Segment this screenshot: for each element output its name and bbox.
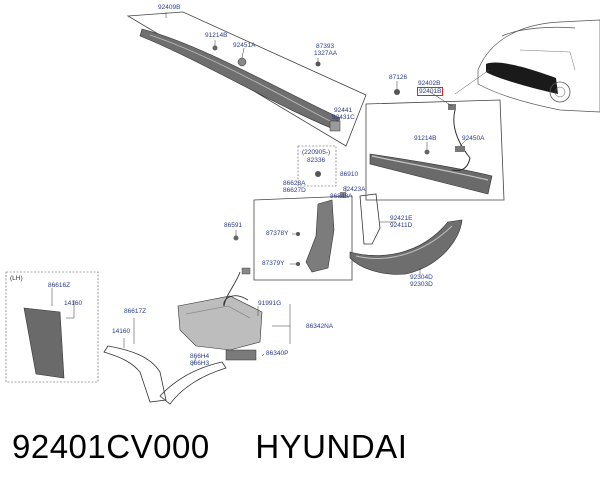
clip-86848A-icon [340, 192, 346, 198]
label-lh: (LH) [10, 275, 23, 282]
spoiler-end-cap [329, 120, 341, 132]
label-92409B: 92409B [158, 4, 181, 11]
vehicle-reference-icon [454, 19, 600, 113]
label-92303D: 92303D [410, 281, 433, 288]
label-91214B-upper: 91214B [205, 32, 228, 39]
reflector-housing-91991G [177, 295, 263, 351]
label-14160-lh: 14160 [64, 300, 83, 307]
label-87126: 87126 [389, 74, 408, 81]
lamp-assembly-frame [365, 99, 505, 201]
label-86910: 86910 [340, 171, 359, 178]
label-92421E: 92421E [390, 215, 413, 222]
nut-87126-icon [394, 89, 400, 95]
reflector-86340P [225, 349, 257, 361]
lh-detail-frame [5, 271, 99, 383]
caption-part-number: 92401CV000 [12, 428, 210, 465]
part-caption: 92401CV000 HYUNDAI [12, 428, 407, 466]
variant-group-frame [297, 145, 337, 187]
label-86848A: 86848A [330, 193, 353, 200]
label-86617Z: 86617Z [124, 308, 147, 315]
spoiler-assembly-frame [126, 11, 367, 147]
side-bracket-86628A [305, 199, 335, 273]
clip-91214B-lower-icon [424, 149, 430, 155]
clip-86591-icon [233, 235, 239, 241]
screw-87379Y-icon [296, 262, 300, 266]
caption-brand: HYUNDAI [255, 428, 408, 465]
label-87393: 87393 [316, 43, 335, 50]
label-86627D: 86627D [283, 187, 306, 194]
rear-garnish-92304D [349, 219, 463, 275]
label-86628A: 86628A [283, 180, 306, 187]
grommet-92451A-icon [237, 57, 247, 67]
lh-garnish-86616Z [23, 307, 65, 379]
label-866H3: 866H3 [190, 360, 210, 367]
label-866H4: 866H4 [190, 353, 210, 360]
nut-82336-icon [315, 171, 321, 177]
label-92450A: 92450A [462, 135, 485, 142]
label-92304D: 92304D [410, 274, 433, 281]
bumper-cover-86617Z [103, 345, 167, 403]
screw-87378Y-icon [296, 232, 300, 236]
wiring-harness [223, 271, 249, 307]
label-92411D: 92411D [390, 222, 413, 229]
label-82336: 82336 [307, 157, 326, 164]
wiring-92450A [451, 109, 471, 171]
label-14160: 14160 [112, 328, 131, 335]
nut-87393-icon [315, 61, 321, 67]
label-87378Y: 87378Y [266, 230, 289, 237]
label-220905: (220905-) [302, 149, 331, 156]
label-91214B-lower: 91214B [414, 135, 437, 142]
clip-91214B-icon [212, 45, 218, 51]
high-mount-stop-lamp [369, 153, 493, 195]
label-82423A: 82423A [343, 186, 366, 193]
label-1327AA: 1327AA [314, 50, 338, 57]
label-92451A: 92451A [233, 42, 256, 49]
label-87379Y: 87379Y [262, 260, 285, 267]
label-86616Z: 86616Z [48, 282, 71, 289]
label-92431C: 92431C [332, 114, 355, 121]
exploded-view-drawing [5, 11, 600, 405]
label-86342NA: 86342NA [306, 323, 334, 330]
label-91991G: 91991G [258, 300, 282, 307]
label-86591: 86591 [224, 222, 243, 229]
bracket-92421E [359, 193, 381, 245]
label-92401B-highlighted: 92401B [417, 87, 444, 96]
bumper-lower-strip [159, 361, 227, 405]
bracket-assembly-frame [253, 195, 353, 281]
label-86340P: 86340P [266, 350, 289, 357]
label-92441: 92441 [334, 107, 353, 114]
label-92402B: 92402B [418, 80, 441, 87]
